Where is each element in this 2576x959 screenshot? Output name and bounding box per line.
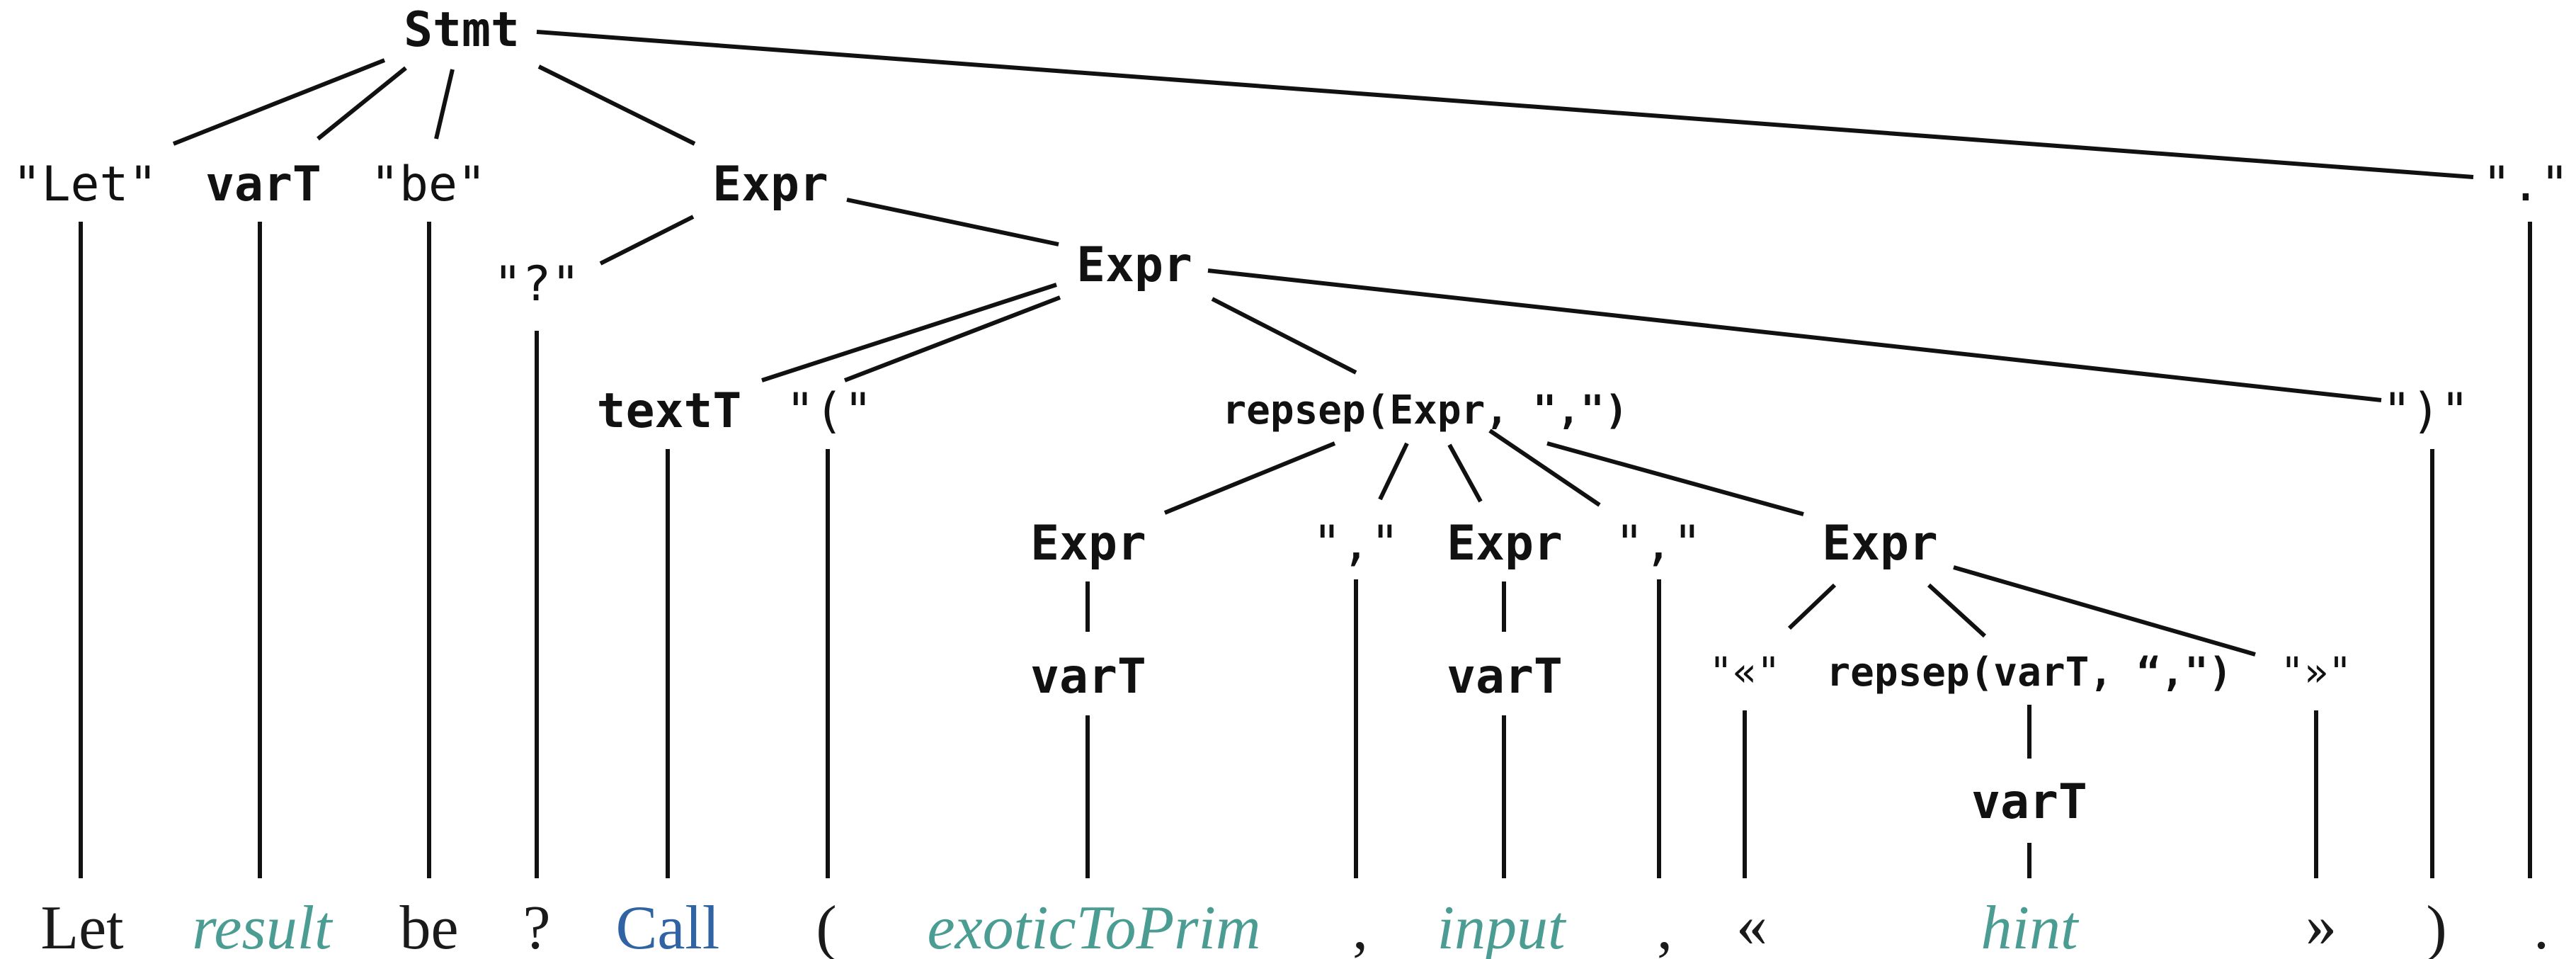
node-literal-let: "Let": [13, 157, 158, 212]
node-expr-call: Expr: [1076, 237, 1192, 293]
node-literal-rparen: ")": [2383, 383, 2470, 439]
edge-stmt-period: [536, 30, 2474, 179]
node-literal-question: "?": [494, 256, 581, 312]
edge-expr3-repsepvart: [1927, 583, 1987, 638]
node-literal-comma-2: ",": [1615, 516, 1702, 572]
edge-repsep-expr3: [1546, 441, 1804, 516]
node-expr-outer: Expr: [712, 157, 828, 212]
edge-stmt-be: [434, 69, 455, 140]
edge-call-textt: [761, 283, 1057, 382]
leaf-lparen: (: [816, 894, 836, 959]
leaf-rguillemet: »: [2306, 891, 2337, 959]
edge-expr3-lguil: [1787, 583, 1837, 630]
leaf-comma-1: ,: [1352, 894, 1368, 959]
node-repsep-vart: repsep(varT, “,"): [1826, 649, 2232, 696]
leaf-result: result: [192, 894, 334, 959]
edge-expr-exprcall: [846, 198, 1059, 246]
edge-repsep-comma2: [1488, 429, 1601, 507]
node-literal-period: ".": [2483, 157, 2570, 212]
node-vart-result: varT: [205, 157, 321, 212]
edge-call-rparen: [1207, 268, 2382, 402]
leaf-hint: hint: [1981, 894, 2080, 959]
node-literal-rguillemet: "»": [2280, 649, 2352, 696]
node-vart-2: varT: [1447, 649, 1563, 705]
edge-expr-question: [599, 215, 695, 266]
leaf-let: Let: [40, 894, 123, 959]
node-expr-1: Expr: [1030, 516, 1146, 572]
node-vart-1: varT: [1030, 649, 1146, 705]
leaf-lguillemet: «: [1736, 891, 1767, 959]
node-stmt: Stmt: [404, 2, 520, 58]
leaf-period: .: [2534, 894, 2549, 959]
node-literal-lguillemet: "«": [1709, 649, 1780, 696]
node-expr-3: Expr: [1822, 516, 1938, 572]
leaf-rparen: ): [2426, 894, 2446, 959]
edge-call-repsep: [1211, 297, 1357, 375]
edge-call-lparen: [843, 295, 1061, 382]
sentence-leaves: Let result be ? Call ( exoticToPrim , in…: [40, 891, 2549, 959]
node-expr-2: Expr: [1447, 516, 1563, 572]
edge-expr3-rguil: [1953, 565, 2256, 657]
leaf-input: input: [1437, 894, 1567, 959]
node-literal-be: "be": [370, 157, 486, 212]
leaf-question: ?: [523, 894, 550, 959]
leaf-call: Call: [616, 894, 720, 959]
leaf-exotictoprim: exoticToPrim: [928, 894, 1261, 959]
node-vart-3: varT: [1971, 774, 2087, 830]
node-literal-lparen: "(": [786, 383, 873, 439]
edge-repsep-expr2: [1447, 443, 1483, 503]
edge-stmt-expr: [537, 64, 696, 146]
edge-repsep-expr1: [1163, 441, 1336, 515]
tree-nodes: Stmt "Let" varT "be" Expr "." "?" Expr t…: [13, 2, 2570, 830]
tree-edges: [79, 30, 2532, 878]
leaf-be: be: [399, 894, 458, 959]
node-textt: textT: [597, 383, 742, 439]
node-literal-comma-1: ",": [1313, 516, 1400, 572]
edge-repsep-comma1: [1378, 442, 1409, 501]
node-repsep-expr: repsep(Expr, ","): [1222, 387, 1628, 433]
edge-stmt-let: [172, 58, 386, 146]
leaf-comma-2: ,: [1657, 894, 1672, 959]
edge-stmt-vart: [317, 66, 407, 141]
